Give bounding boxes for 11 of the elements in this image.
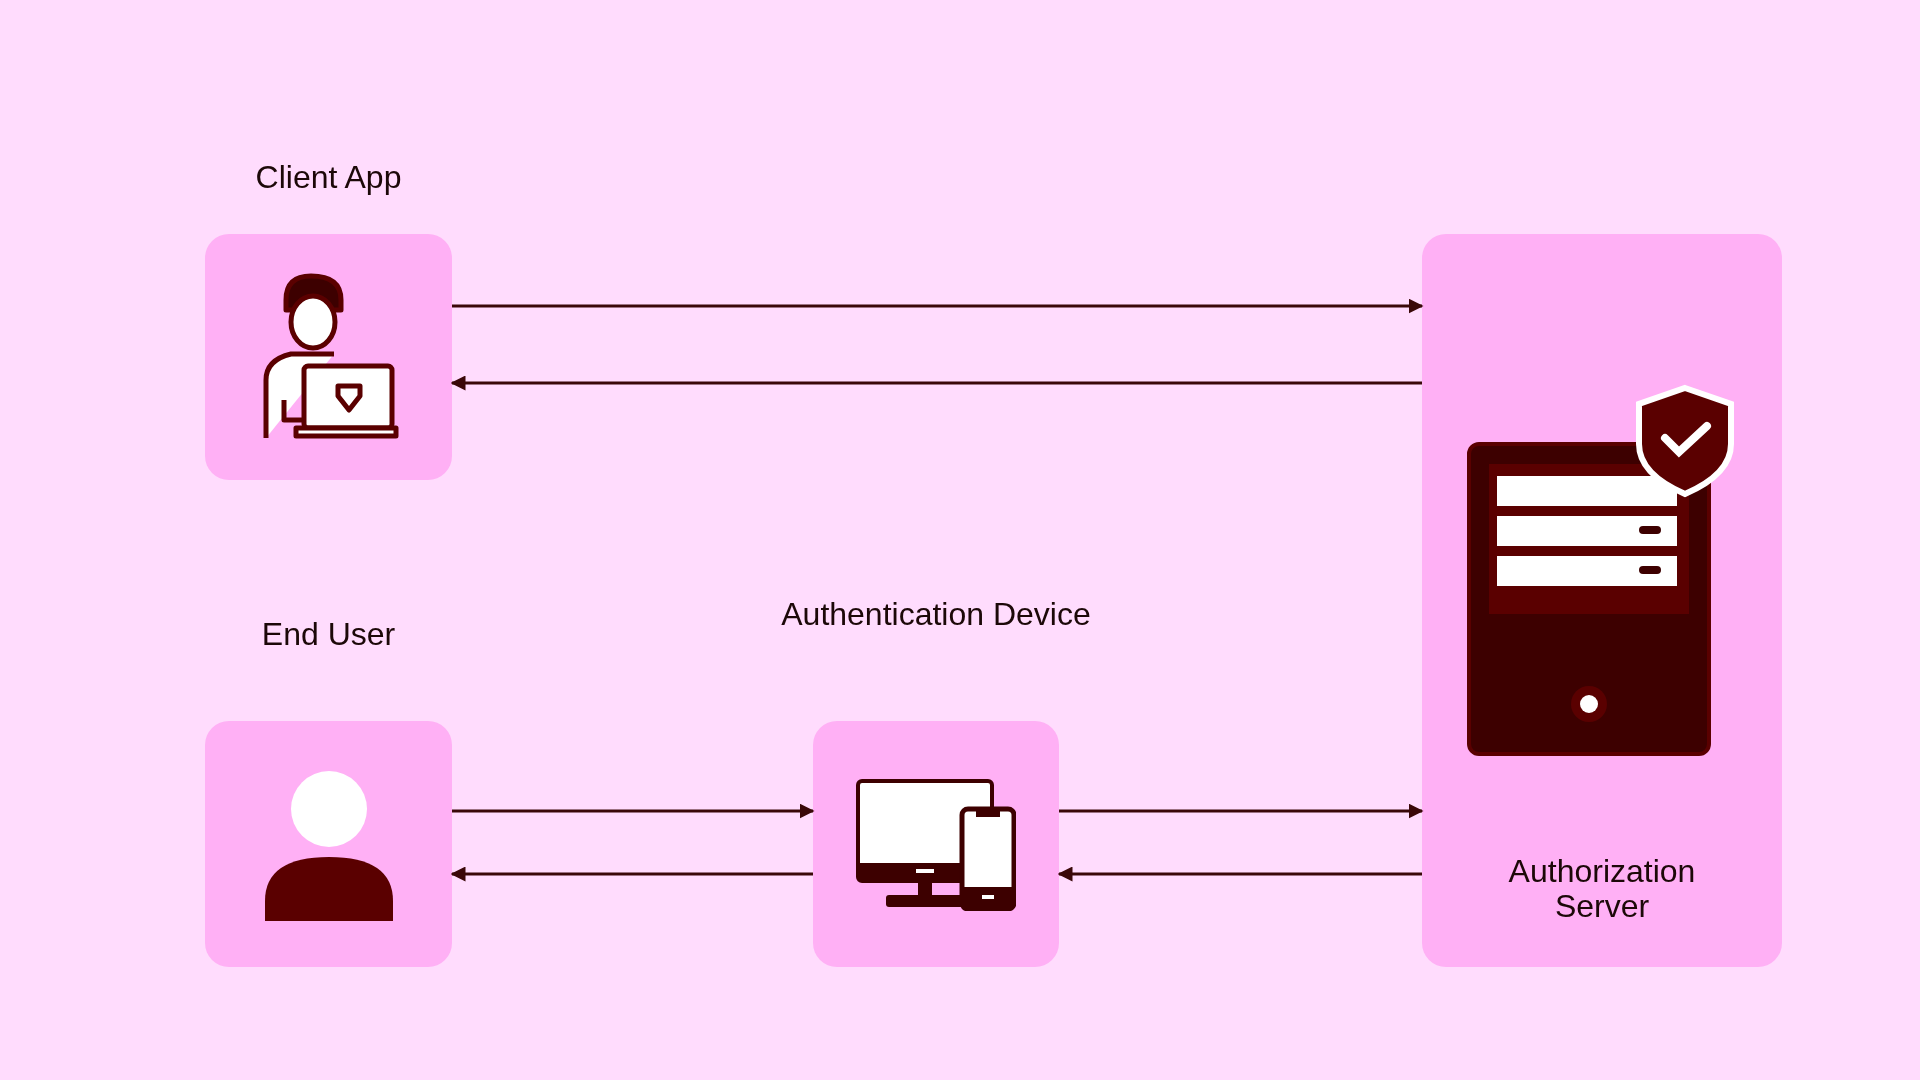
node-heading: Authentication Device: [780, 597, 1092, 633]
arrow: [452, 298, 1424, 314]
node-heading: Client App: [254, 160, 403, 196]
arrow: [1057, 866, 1422, 882]
node-heading: End User: [260, 617, 397, 653]
arrow: [450, 375, 1422, 391]
arrow: [452, 803, 815, 819]
arrow: [450, 866, 813, 882]
arrow: [1059, 803, 1424, 819]
icon-tile: [1422, 234, 1782, 967]
node-label: Authorization Server: [1507, 854, 1697, 925]
